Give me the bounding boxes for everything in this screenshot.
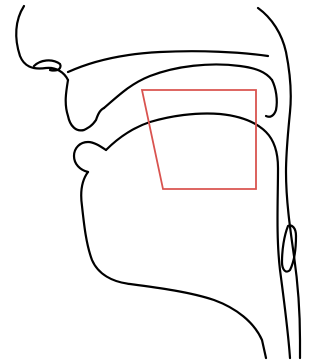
chin-outline <box>81 172 266 358</box>
upper-lip-outline <box>66 80 104 130</box>
nasal-cavity-outline <box>68 51 268 72</box>
velum-outline <box>266 80 277 117</box>
tongue-outline <box>106 113 290 358</box>
pharynx-wall-outline <box>258 8 300 358</box>
hard-palate-outline <box>104 64 272 108</box>
lower-lip-outline <box>74 142 106 172</box>
highlighted-region-box <box>142 90 256 189</box>
